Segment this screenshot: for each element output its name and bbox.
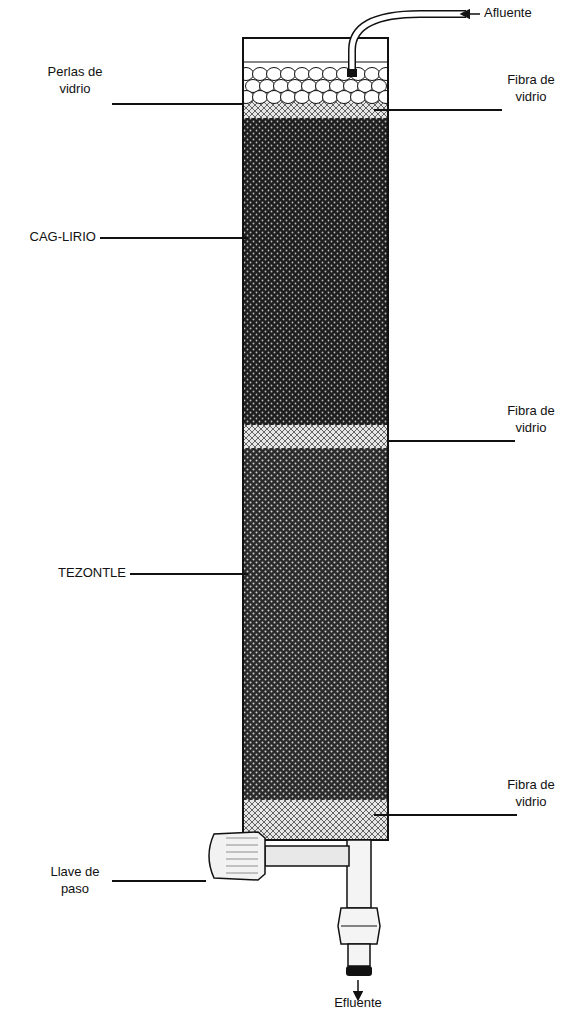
nozzle — [347, 69, 357, 77]
valve-knurl — [226, 866, 258, 867]
valve-knurl — [226, 838, 258, 839]
activated-carbon-layer — [244, 118, 387, 425]
glass-bead — [379, 68, 388, 81]
part-label: CAG-LIRIO — [4, 229, 96, 246]
glass-fiber-layer — [244, 425, 387, 448]
part-label: Perlas de vidrio — [38, 64, 112, 98]
glass-bead — [379, 91, 388, 104]
part-label: TEZONTLE — [40, 565, 126, 582]
valve-handle — [209, 832, 265, 880]
glass-bead — [295, 91, 310, 104]
leader-line — [388, 440, 515, 442]
liquid-level — [243, 61, 388, 62]
outlet-tube — [347, 840, 371, 908]
hex-nut — [338, 908, 380, 944]
glass-bead — [323, 91, 338, 104]
inflow-arrow — [468, 13, 480, 15]
tezontle-layer — [244, 448, 387, 800]
glass-bead — [295, 68, 310, 81]
leader-line — [374, 109, 502, 111]
glass-bead — [323, 68, 338, 81]
glass-bead — [253, 68, 268, 81]
glass-bead — [267, 91, 282, 104]
valve-knurl — [226, 873, 258, 874]
glass-fiber-layer — [244, 800, 387, 840]
leader-line — [112, 103, 244, 105]
leader-line — [130, 573, 248, 575]
part-label: Fibra de vidrio — [497, 403, 565, 437]
glass-bead — [337, 91, 352, 104]
inflow-pipe — [352, 14, 466, 70]
outlet-tip — [348, 944, 370, 966]
glass-bead — [281, 68, 296, 81]
glass-bead — [365, 68, 380, 81]
glass-bead — [309, 91, 324, 104]
valve-knurl — [226, 859, 258, 860]
glass-bead — [267, 68, 282, 81]
column-wall — [243, 38, 388, 840]
glass-bead — [365, 91, 380, 104]
part-label: Fibra de vidrio — [497, 72, 565, 106]
glass-bead — [309, 68, 324, 81]
flow-label: Afluente — [484, 5, 564, 22]
leader-line — [100, 237, 248, 239]
outflow-arrow — [357, 980, 359, 993]
glass-beads — [244, 68, 387, 104]
glass-bead — [351, 91, 366, 104]
outlet-cap — [346, 966, 372, 976]
valve-knurl — [226, 852, 258, 853]
glass-bead — [253, 91, 268, 104]
glass-bead — [281, 91, 296, 104]
leader-line — [112, 880, 206, 882]
valve-stem — [265, 846, 349, 866]
leader-line — [374, 814, 517, 816]
hex-nut — [341, 926, 377, 927]
part-label: Fibra de vidrio — [497, 777, 565, 811]
part-label: Llave de paso — [40, 864, 110, 898]
flow-label: Efluente — [318, 995, 398, 1012]
valve-knurl — [226, 845, 258, 846]
valve-knurl — [226, 838, 258, 873]
inflow-pipe — [352, 14, 466, 70]
